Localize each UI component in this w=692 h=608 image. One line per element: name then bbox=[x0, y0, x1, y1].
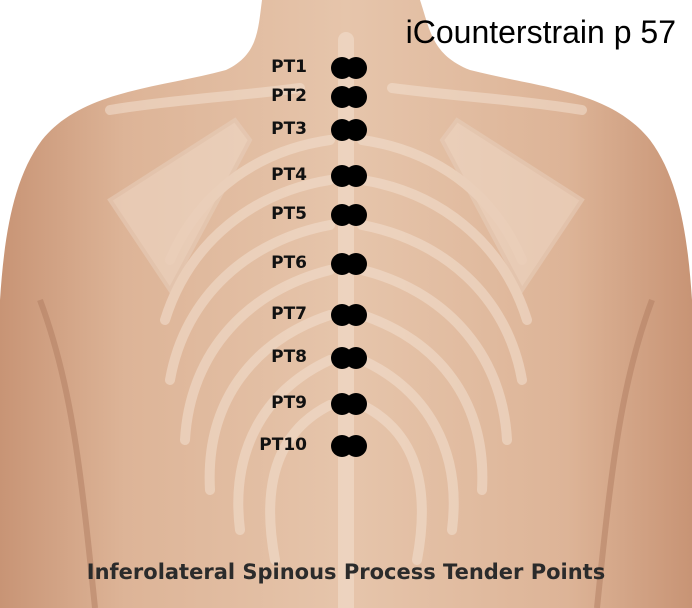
tender-point-dot-right bbox=[345, 253, 367, 275]
tender-point-dot-right bbox=[345, 119, 367, 141]
tender-point-label-3: PT3 bbox=[271, 119, 307, 139]
tender-point-dot-right bbox=[345, 304, 367, 326]
tender-point-dot-right bbox=[345, 57, 367, 79]
tender-point-label-8: PT8 bbox=[271, 347, 307, 367]
tender-point-label-6: PT6 bbox=[271, 253, 307, 273]
tender-point-label-2: PT2 bbox=[271, 86, 307, 106]
tender-point-marker-10 bbox=[331, 435, 367, 457]
tender-point-marker-4 bbox=[331, 165, 367, 187]
tender-point-label-7: PT7 bbox=[271, 304, 307, 324]
tender-point-marker-8 bbox=[331, 347, 367, 369]
tender-point-marker-7 bbox=[331, 304, 367, 326]
tender-point-marker-1 bbox=[331, 57, 367, 79]
tender-point-marker-6 bbox=[331, 253, 367, 275]
tender-point-dot-right bbox=[345, 435, 367, 457]
tender-point-label-9: PT9 bbox=[271, 393, 307, 413]
tender-point-marker-3 bbox=[331, 119, 367, 141]
tender-point-dot-right bbox=[345, 204, 367, 226]
tender-point-marker-9 bbox=[331, 393, 367, 415]
tender-point-dot-right bbox=[345, 86, 367, 108]
figure-caption: Inferolateral Spinous Process Tender Poi… bbox=[0, 560, 692, 584]
tender-point-dot-right bbox=[345, 347, 367, 369]
tender-point-label-1: PT1 bbox=[271, 57, 307, 77]
source-title: iCounterstrain p 57 bbox=[406, 14, 676, 51]
tender-point-dot-right bbox=[345, 165, 367, 187]
tender-point-dot-right bbox=[345, 393, 367, 415]
tender-point-marker-2 bbox=[331, 86, 367, 108]
tender-point-label-4: PT4 bbox=[271, 165, 307, 185]
tender-point-marker-5 bbox=[331, 204, 367, 226]
tender-point-label-5: PT5 bbox=[271, 204, 307, 224]
tender-point-label-10: PT10 bbox=[259, 435, 307, 455]
